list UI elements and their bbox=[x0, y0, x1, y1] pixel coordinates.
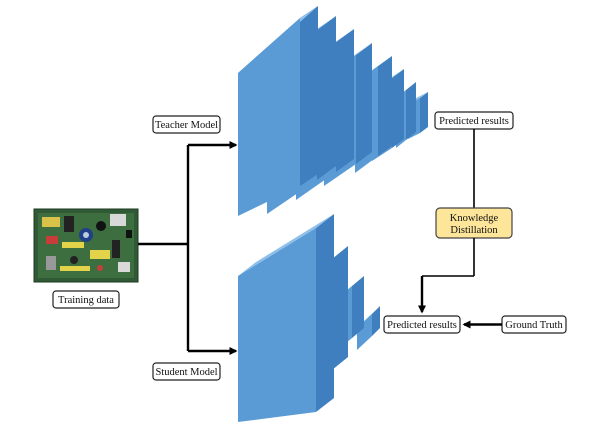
teacher-model-label-box: Teacher Model bbox=[152, 115, 221, 134]
training-data-label-box: Training data bbox=[52, 290, 120, 309]
student-layer-1 bbox=[238, 214, 334, 422]
ground-truth-box: Ground Truth bbox=[501, 315, 567, 334]
kd-text-line2: Distillation bbox=[450, 225, 498, 236]
student-model-label-box: Student Model bbox=[152, 362, 221, 381]
student-model-text: Student Model bbox=[155, 367, 217, 378]
training-data-image bbox=[33, 208, 139, 283]
teacher-network bbox=[238, 6, 428, 216]
ground-truth-text: Ground Truth bbox=[505, 320, 563, 331]
teacher-predicted-results-box: Predicted results bbox=[434, 111, 514, 130]
kd-text-line1: Knowledge bbox=[450, 213, 499, 224]
teacher-model-text: Teacher Model bbox=[155, 120, 218, 131]
student-network bbox=[238, 214, 380, 422]
student-predicted-results-text: Predicted results bbox=[387, 320, 457, 331]
training-data-text: Training data bbox=[58, 295, 114, 306]
teacher-layer-1 bbox=[238, 6, 318, 216]
knowledge-distillation-box: Knowledge Distillation bbox=[435, 207, 513, 239]
student-predicted-results-box: Predicted results bbox=[383, 315, 461, 334]
kd-to-student-arrow bbox=[418, 238, 475, 314]
input-branch-arrows bbox=[138, 141, 238, 355]
teacher-predicted-results-text: Predicted results bbox=[439, 116, 509, 127]
